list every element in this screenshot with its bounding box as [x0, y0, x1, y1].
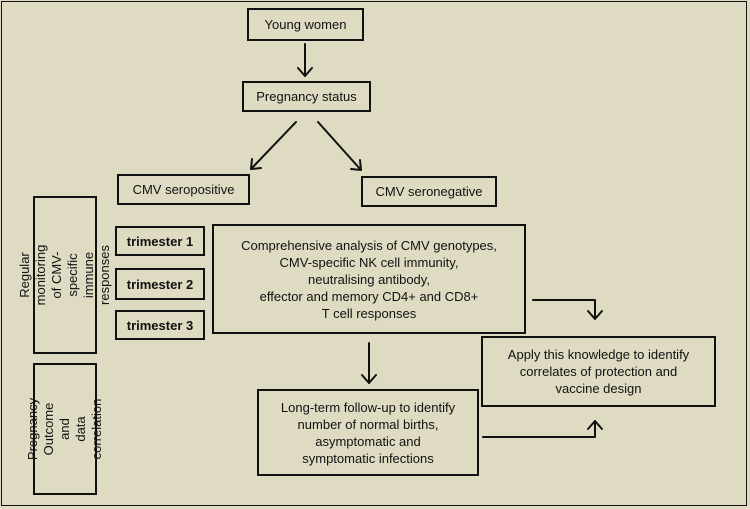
arrow-analysis-to-followup: [361, 342, 377, 384]
cmv-seropositive-label: CMV seropositive: [132, 182, 235, 197]
apply-knowledge-box: Apply this knowledge to identify correla…: [481, 336, 716, 407]
cmv-seropositive-box: CMV seropositive: [117, 174, 250, 205]
cmv-seronegative-box: CMV seronegative: [361, 176, 497, 207]
trimester-3-label: trimester 3: [126, 317, 194, 333]
comprehensive-analysis-label: Comprehensive analysis of CMV genotypes,…: [241, 237, 497, 321]
young-women-label: Young women: [264, 17, 347, 32]
trimester-1-box: trimester 1: [115, 226, 205, 256]
trimester-3-box: trimester 3: [115, 310, 205, 340]
pregnancy-status-box: Pregnancy status: [242, 81, 371, 112]
trimester-1-label: trimester 1: [126, 233, 194, 249]
long-term-followup-label: Long-term follow-up to identify number o…: [280, 399, 456, 466]
trimester-2-label: trimester 2: [126, 276, 194, 292]
arrow-pregnancy-to-seropositive: [250, 121, 297, 170]
pregnancy-outcome-box: Pregnancy Outcome and data correlation: [25, 363, 104, 495]
arrow-analysis-to-apply: [532, 299, 603, 320]
pregnancy-status-label: Pregnancy status: [256, 89, 357, 104]
arrow-young-women-to-pregnancy: [297, 43, 313, 77]
apply-knowledge-label: Apply this knowledge to identify correla…: [507, 347, 690, 396]
young-women-box: Young women: [247, 8, 364, 41]
regular-monitoring-box: Regular monitoring of CMV-specific immun…: [17, 196, 112, 354]
arrow-pregnancy-to-seronegative: [317, 121, 362, 171]
arrow-followup-to-apply: [482, 420, 603, 438]
trimester-2-box: trimester 2: [115, 268, 205, 300]
cmv-seronegative-label: CMV seronegative: [375, 184, 483, 199]
long-term-followup-box: Long-term follow-up to identify number o…: [257, 389, 479, 476]
comprehensive-analysis-box: Comprehensive analysis of CMV genotypes,…: [212, 224, 526, 334]
